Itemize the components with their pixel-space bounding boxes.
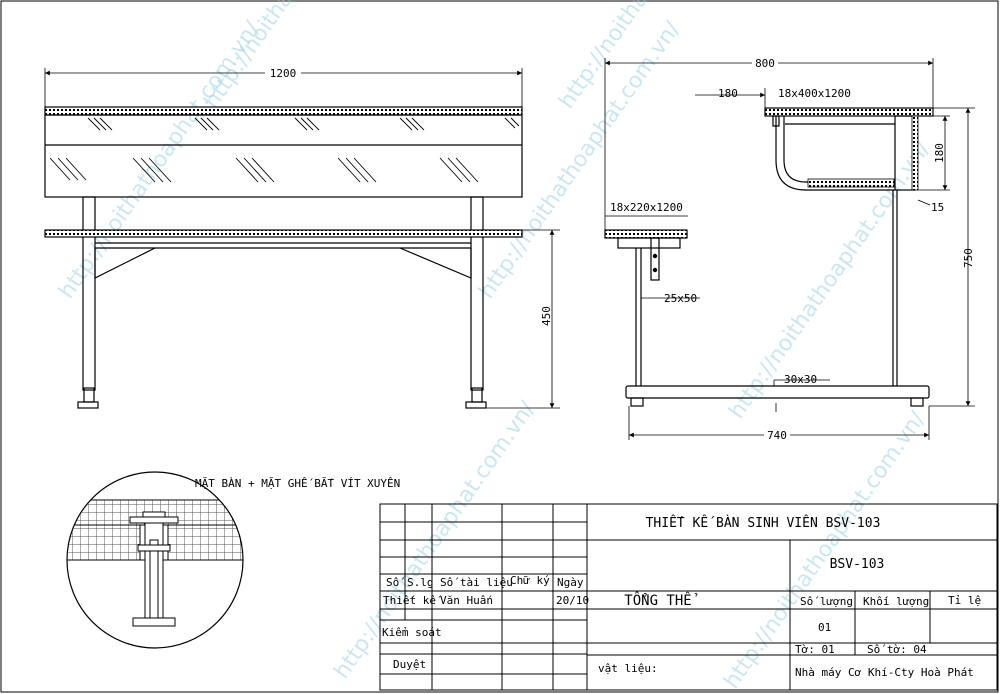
designer-name: Văn Huấn (440, 594, 493, 607)
watermark-text: http://noithathoaphat.com.vn/ (474, 17, 685, 304)
front-view (44, 68, 560, 409)
material-label: vật liệu: (598, 662, 658, 675)
company-name: Nhà máy Cơ Khí-Cty Hoà Phát (795, 666, 974, 679)
quantity-label: Số lượng (800, 595, 853, 608)
base-dim: 740 (767, 429, 787, 442)
detail-label: MẶT BÀN + MẶT GHẾ BẮT VÍT XUYÊN (195, 477, 400, 490)
seat-spec: 18x220x1200 (610, 201, 683, 214)
drawer-depth-dim: 180 (933, 143, 946, 163)
title-block (379, 503, 998, 691)
quantity-value: 01 (818, 621, 831, 634)
detail-view (66, 471, 244, 649)
watermark-text: http://noithathoaphat.com.vn/ (199, 0, 410, 113)
header-ngay: Ngày (557, 576, 584, 589)
foot-spec: 30x30 (784, 373, 817, 386)
drawing-title: THIẾT KẾ BÀN SINH VIÊN BSV-103 (646, 515, 881, 531)
front-width-dim: 1200 (270, 67, 297, 80)
header-so-tai-lieu: Số tài liệu (440, 576, 513, 589)
view-name: TỔNG THỂ (624, 591, 697, 609)
sheet-number: Tờ: 01 (795, 643, 835, 656)
header-chu-ky: Chữ ký (510, 574, 550, 587)
side-height-dim: 750 (962, 248, 975, 268)
desk-top-spec: 18x400x1200 (778, 87, 851, 100)
checker-role: Kiểm soát (382, 626, 442, 639)
scale-label: Tỉ lệ (948, 594, 981, 607)
drawer-thickness-dim: 15 (931, 201, 944, 214)
approver-role: Duyệt (393, 658, 426, 671)
design-date: 20/10 (556, 594, 589, 607)
watermark-group: http://noithathoaphat.com.vn/ http://noi… (54, 0, 935, 693)
side-width-dim: 800 (755, 57, 775, 70)
desk-spacing-dim: 180 (718, 87, 738, 100)
header-slg: S.lg (407, 576, 434, 589)
post-spec: 25x50 (664, 292, 697, 305)
designer-role: Thiết kế (383, 594, 442, 607)
front-height-dim: 450 (540, 306, 553, 326)
drawing-code: BSV-103 (830, 557, 885, 572)
sheet-count: Số tờ: 04 (867, 643, 927, 656)
mass-label: Khối lượng (863, 595, 929, 608)
